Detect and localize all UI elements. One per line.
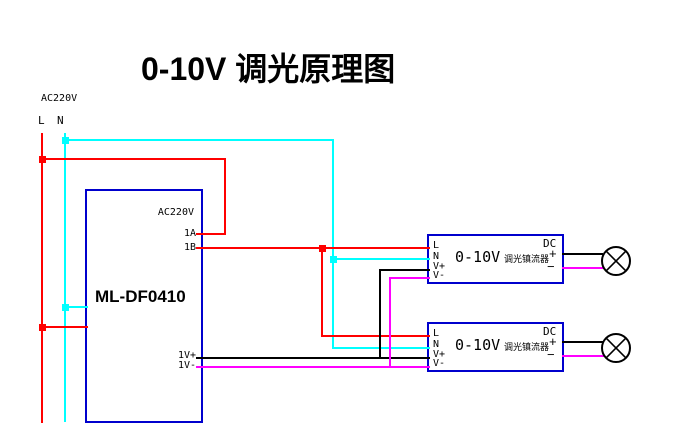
- ballast2-terminal-n: N: [433, 339, 440, 350]
- junction-dot: [62, 137, 69, 144]
- wire-segment: [389, 277, 391, 368]
- ballast1-terminal-n: N: [433, 251, 440, 262]
- junction-dot: [330, 256, 337, 263]
- wire-segment: [562, 253, 603, 255]
- ballast2-title: 0-10V: [455, 336, 501, 354]
- wire-segment: [196, 233, 226, 235]
- wire-segment: [332, 258, 430, 260]
- lamp-icon: [601, 333, 631, 363]
- wire-segment: [196, 366, 430, 368]
- ballast2-dc-minus: −: [547, 347, 555, 362]
- ballast2-subtitle: 调光镇流器: [504, 342, 550, 352]
- wire-segment: [64, 306, 88, 308]
- ballast1-dc-label: DC: [543, 237, 557, 250]
- wire-segment: [379, 269, 430, 271]
- ballast-box-1: L N V+ V- 0-10V 调光镇流器 DC + −: [427, 234, 564, 284]
- ballast2-dc-label: DC: [543, 325, 557, 338]
- ballast1-title: 0-10V: [455, 248, 501, 266]
- ballast1-dc-plus: +: [549, 246, 557, 261]
- ballast1-terminal-vplus: V+: [433, 261, 446, 272]
- junction-dot: [319, 245, 326, 252]
- controller-model-label: ML-DF0410: [95, 287, 186, 306]
- wire-segment: [41, 326, 88, 328]
- wire-segment: [332, 347, 430, 349]
- ballast2-terminal-l: L: [433, 328, 440, 339]
- ballast2-terminal-vminus: V-: [433, 358, 446, 369]
- wire-segment: [332, 139, 334, 349]
- controller-box: AC220V 1A 1B ML-DF0410 1V+ 1V-: [85, 189, 203, 423]
- wire-segment: [562, 267, 604, 269]
- wire-segment: [64, 133, 66, 422]
- wire-segment: [562, 341, 603, 343]
- ballast1-terminal-vminus: V-: [433, 270, 446, 281]
- junction-dot: [62, 304, 69, 311]
- ballast2-dc-plus: +: [549, 334, 557, 349]
- ballast-box-2: L N V+ V- 0-10V 调光镇流器 DC + −: [427, 322, 564, 372]
- ballast1-terminal-l: L: [433, 240, 440, 251]
- wire-segment: [562, 355, 604, 357]
- lamp-icon: [601, 246, 631, 276]
- wire-segment: [379, 269, 381, 359]
- terminal-1b-label: 1B: [183, 242, 196, 253]
- terminal-1v-minus-label: 1V-: [177, 360, 196, 371]
- page-title: 0-10V 调光原理图: [141, 51, 396, 87]
- ballast1-subtitle: 调光镇流器: [504, 254, 550, 264]
- wire-segment: [41, 158, 226, 160]
- line-n-label: N: [57, 114, 64, 127]
- line-l-label: L: [38, 114, 45, 127]
- ballast2-terminal-vplus: V+: [433, 349, 446, 360]
- wire-segment: [321, 335, 430, 337]
- wire-segment: [41, 133, 43, 423]
- terminal-1a-label: 1A: [183, 228, 196, 239]
- terminal-1v-plus-label: 1V+: [177, 350, 196, 361]
- ballast1-dc-minus: −: [547, 259, 555, 274]
- wire-segment: [321, 247, 323, 337]
- wire-segment: [196, 247, 430, 249]
- supply-voltage-label: AC220V: [41, 93, 78, 104]
- controller-input-label: AC220V: [157, 207, 194, 218]
- wire-segment: [224, 158, 226, 235]
- wire-segment: [64, 139, 333, 141]
- junction-dot: [39, 324, 46, 331]
- junction-dot: [39, 156, 46, 163]
- wire-segment: [389, 277, 430, 279]
- wire-segment: [196, 357, 430, 359]
